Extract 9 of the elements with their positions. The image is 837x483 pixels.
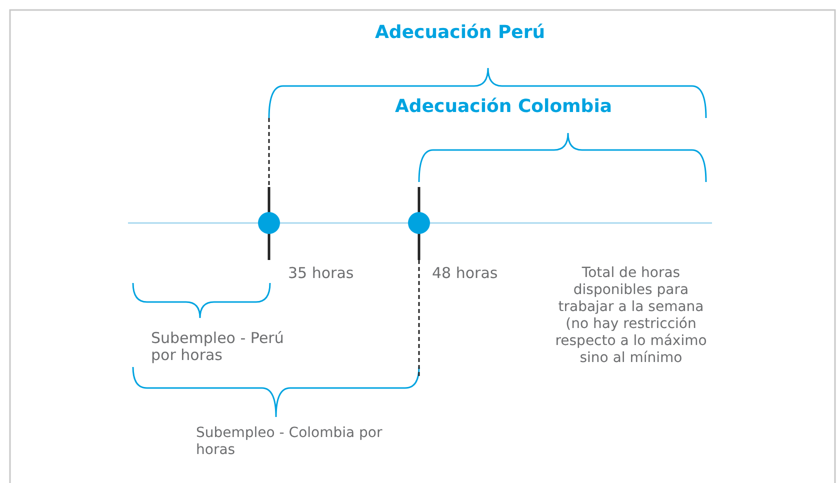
brace-title: Adecuación Perú bbox=[375, 22, 546, 43]
note-text: Total de horas disponibles para trabajar a la semana (no hay restricción respecto a lo máximo sino al mínimo bbox=[554, 265, 708, 367]
value-label: 35 horas bbox=[288, 265, 354, 282]
value-label: 48 horas bbox=[432, 265, 498, 282]
axis-point bbox=[258, 212, 280, 234]
brace-label: Subempleo - Colombia por horas bbox=[196, 425, 384, 459]
brace-label: Subempleo - Perú por horas bbox=[151, 330, 285, 364]
brace-title: Adecuación Colombia bbox=[395, 96, 612, 117]
axis-point bbox=[408, 212, 430, 234]
